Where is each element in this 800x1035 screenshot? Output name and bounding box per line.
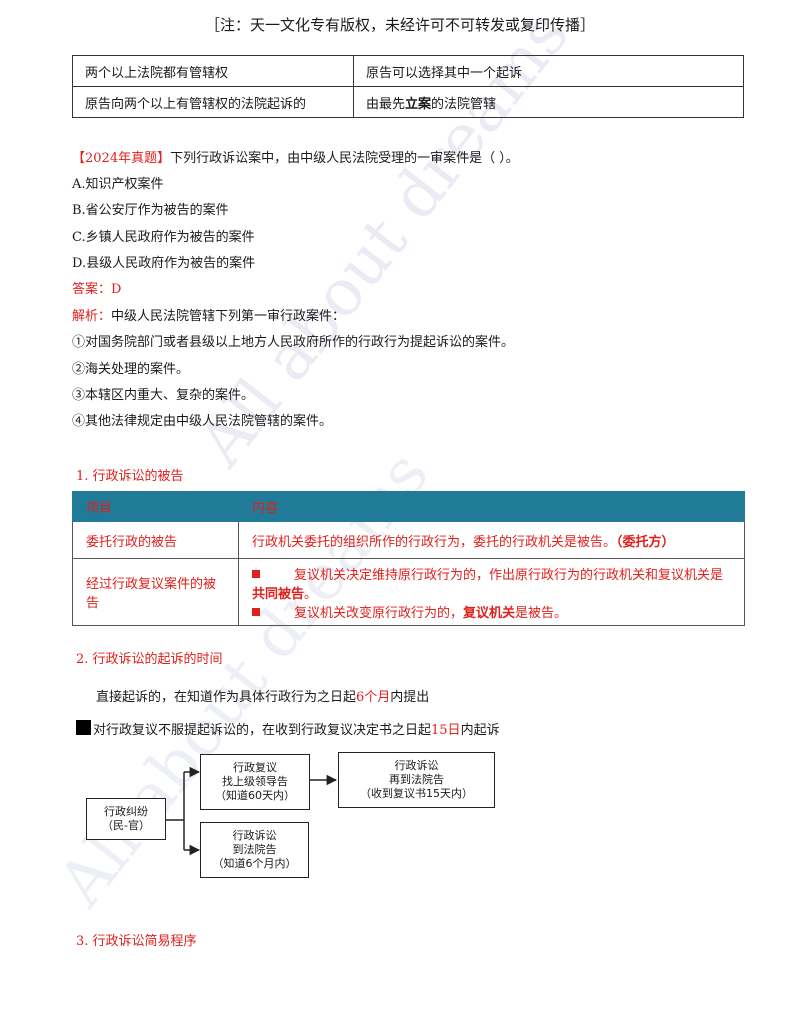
analysis-point: ②海关处理的案件。 bbox=[72, 362, 190, 377]
flow-direct-litigation-box: 行政诉讼到法院告（知道6个月内） bbox=[200, 822, 309, 878]
question-text: 下列行政诉讼案中，由中级人民法院受理的一审案件是（ ）。 bbox=[170, 151, 519, 166]
table-cell: 两个以上法院都有管辖权 bbox=[72, 55, 354, 87]
flow-text: 行政复议 bbox=[233, 761, 277, 774]
option-d: D.县级人民政府作为被告的案件 bbox=[72, 256, 256, 271]
cell-text: 由最先 bbox=[366, 96, 406, 112]
question-stem: 【2024年真题】下列行政诉讼案中，由中级人民法院受理的一审案件是（ ）。 bbox=[72, 147, 519, 166]
defendant-table: 项目 内容 委托行政的被告 行政机关委托的组织所作的行政行为，委托的行政机关是被… bbox=[72, 491, 745, 626]
answer: 答案：D bbox=[72, 282, 122, 297]
bullet-text: 是被告。 bbox=[515, 605, 568, 621]
flow-text: （知道6个月内） bbox=[212, 857, 297, 870]
line-text: 内起诉 bbox=[460, 723, 500, 738]
table-cell: 委托行政的被告 bbox=[72, 521, 239, 559]
flow-text: 到法院告 bbox=[232, 843, 277, 856]
bullet-bold-text: 共同被告 bbox=[252, 586, 305, 602]
square-bullet-icon bbox=[252, 607, 260, 616]
table-cell: 复议机关决定维持原行政行为的，作出原行政行为的行政机关和复议机关是共同被告。 复… bbox=[238, 558, 745, 626]
table-row: 经过行政复议案件的被告 复议机关决定维持原行政行为的，作出原行政行为的行政机关和… bbox=[72, 558, 745, 626]
section-1-title: 1. 行政诉讼的被告 bbox=[76, 469, 184, 484]
bullet-item: 复议机关改变原行政行为的，复议机关是被告。 bbox=[252, 602, 731, 621]
flow-text: （知道60天内） bbox=[215, 789, 295, 802]
analysis-label: 解析： bbox=[72, 309, 112, 324]
question-tag: 【2024年真题】 bbox=[72, 151, 171, 166]
header-cell: 项目 bbox=[72, 491, 239, 522]
section-3-title: 3. 行政诉讼简易程序 bbox=[76, 934, 197, 949]
analysis-text: 中级人民法院管辖下列第一审行政案件： bbox=[111, 309, 346, 324]
copyright-note: ［注：天一文化专有版权，未经许可不可转发或复印传播］ bbox=[204, 16, 595, 34]
line-text: 直接起诉的，在知道作为具体行政行为之日起 bbox=[96, 690, 357, 705]
flow-text: 行政诉讼 bbox=[232, 829, 277, 842]
table-header-row: 项目 内容 bbox=[72, 491, 745, 522]
option-b: B.省公安厅作为被告的案件 bbox=[72, 203, 229, 218]
cell-text: 行政机关委托的组织所作的行政行为，委托的行政机关是被告。 bbox=[252, 534, 617, 550]
black-square-icon bbox=[76, 720, 91, 735]
cell-bold-text: （委托方） bbox=[616, 534, 675, 550]
bullet-bold-text: 复议机关 bbox=[463, 605, 516, 621]
table-cell: 由最先立案的法院管辖 bbox=[353, 86, 744, 118]
cell-bold-text: 立案 bbox=[405, 96, 432, 112]
table-cell: 原告向两个以上有管辖权的法院起诉的 bbox=[72, 86, 354, 118]
table-cell: 行政机关委托的组织所作的行政行为，委托的行政机关是被告。（委托方） bbox=[238, 521, 745, 559]
line-text: 对行政复议不服提起诉讼的，在收到行政复议决定书之日起 bbox=[93, 723, 432, 738]
filing-time-review: 对行政复议不服提起诉讼的，在收到行政复议决定书之日起15日内起诉 bbox=[76, 719, 500, 738]
section-2-title: 2. 行政诉讼的起诉的时间 bbox=[76, 652, 223, 667]
bullet-text: 。 bbox=[304, 586, 318, 602]
analysis-point: ④其他法律规定由中级人民法院管辖的案件。 bbox=[72, 414, 333, 429]
table-row: 两个以上法院都有管辖权 原告可以选择其中一个起诉 bbox=[72, 55, 744, 87]
option-a: A.知识产权案件 bbox=[72, 177, 164, 192]
table-cell: 经过行政复议案件的被告 bbox=[72, 558, 239, 626]
bullet-text: 复议机关决定维持原行政行为的，作出原行政行为的行政机关和复议机关是 bbox=[294, 567, 724, 583]
flow-start-box: 行政纠纷（民-官） bbox=[86, 798, 166, 840]
cell-text: 的法院管辖 bbox=[431, 96, 497, 112]
square-bullet-icon bbox=[252, 569, 260, 578]
flow-text: 找上级领导告 bbox=[222, 775, 288, 788]
bullet-text: 复议机关改变原行政行为的， bbox=[294, 605, 464, 621]
table-row: 委托行政的被告 行政机关委托的组织所作的行政行为，委托的行政机关是被告。（委托方… bbox=[72, 521, 745, 559]
flow-text: （收到复议书15天内） bbox=[360, 787, 473, 800]
line-red-text: 6个月 bbox=[356, 690, 391, 705]
flow-review-box: 行政复议找上级领导告（知道60天内） bbox=[200, 754, 310, 810]
flow-text: 再到法院告 bbox=[389, 773, 444, 786]
bullet-item: 复议机关决定维持原行政行为的，作出原行政行为的行政机关和复议机关是共同被告。 bbox=[252, 564, 731, 602]
table-row: 原告向两个以上有管辖权的法院起诉的 由最先立案的法院管辖 bbox=[72, 86, 744, 118]
line-text: 内提出 bbox=[390, 690, 430, 705]
flow-text: 行政纠纷 bbox=[104, 805, 148, 818]
flow-text: （民-官） bbox=[102, 819, 150, 832]
analysis-point: ①对国务院部门或者县级以上地方人民政府所作的行政行为提起诉讼的案件。 bbox=[72, 335, 515, 350]
flow-text: 行政诉讼 bbox=[394, 759, 439, 772]
filing-time-direct: 直接起诉的，在知道作为具体行政行为之日起6个月内提出 bbox=[96, 686, 429, 705]
flow-connectors bbox=[164, 766, 338, 856]
analysis-point: ③本辖区内重大、复杂的案件。 bbox=[72, 388, 255, 403]
option-c: C.乡镇人民政府作为被告的案件 bbox=[72, 230, 255, 245]
line-red-text: 15日 bbox=[431, 723, 461, 738]
table-cell: 原告可以选择其中一个起诉 bbox=[353, 55, 744, 87]
jurisdiction-table: 两个以上法院都有管辖权 原告可以选择其中一个起诉 原告向两个以上有管辖权的法院起… bbox=[72, 55, 744, 118]
header-cell: 内容 bbox=[238, 491, 745, 522]
analysis: 解析：中级人民法院管辖下列第一审行政案件： bbox=[72, 305, 345, 324]
flow-litigation-after-review-box: 行政诉讼再到法院告（收到复议书15天内） bbox=[338, 752, 495, 808]
